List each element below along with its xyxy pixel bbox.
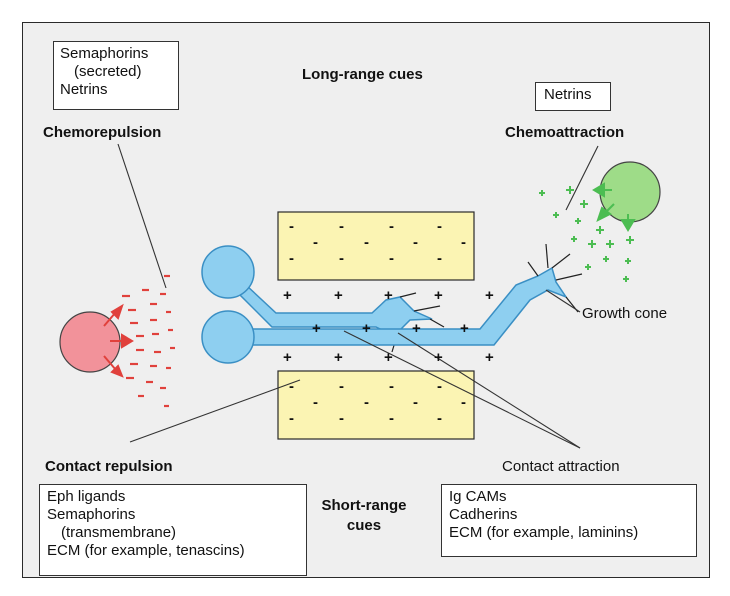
- minus-sign: -: [364, 394, 369, 411]
- box-line: Semaphorins: [47, 506, 136, 523]
- minus-sign: -: [313, 234, 318, 251]
- plus-sign: +: [312, 320, 321, 337]
- minus-sign: -: [437, 218, 442, 235]
- lower-repulsive-substrate: [277, 370, 475, 440]
- plus-sign: +: [485, 287, 494, 304]
- box-line: Semaphorins: [60, 45, 149, 62]
- box-line: ECM (for example, tenascins): [47, 542, 245, 559]
- box-line: (secreted): [74, 63, 142, 80]
- contact-repulsion-molecules-box: Eph ligands Semaphorins (transmembrane) …: [39, 484, 307, 576]
- repellent-gradient-cues: [122, 274, 175, 408]
- plus-sign: +: [434, 349, 443, 366]
- attractant-gradient-cues: [539, 186, 634, 282]
- box-line: (transmembrane): [61, 524, 177, 541]
- upper-neuron: [201, 245, 433, 334]
- box-line: Netrins: [544, 86, 592, 103]
- plus-sign: +: [384, 349, 393, 366]
- repellent-arrows: [103, 303, 134, 378]
- minus-sign: -: [289, 410, 294, 427]
- plus-sign: +: [485, 349, 494, 366]
- lower-growth-cone-filopodia: [527, 243, 583, 313]
- contact-attraction-heading: Contact attraction: [502, 458, 620, 475]
- minus-sign: -: [289, 250, 294, 267]
- minus-sign: -: [339, 250, 344, 267]
- plus-sign: +: [362, 320, 371, 337]
- minus-sign: -: [437, 378, 442, 395]
- box-line: Ig CAMs: [449, 488, 507, 505]
- upper-repulsive-substrate: [277, 211, 475, 281]
- minus-sign: -: [389, 378, 394, 395]
- minus-sign: -: [413, 394, 418, 411]
- short-range-title-line: cues: [346, 517, 382, 535]
- plus-sign: +: [283, 349, 292, 366]
- minus-sign: -: [437, 410, 442, 427]
- minus-sign: -: [313, 394, 318, 411]
- plus-sign: +: [334, 349, 343, 366]
- box-line: Cadherins: [449, 506, 518, 523]
- long-range-cues-title: Long-range cues: [302, 66, 423, 83]
- minus-sign: -: [339, 410, 344, 427]
- minus-sign: -: [364, 234, 369, 251]
- box-line: Eph ligands: [47, 488, 126, 505]
- lower-neuron: [201, 266, 568, 364]
- minus-sign: -: [389, 218, 394, 235]
- minus-sign: -: [339, 218, 344, 235]
- box-line: ECM (for example, laminins): [449, 524, 639, 541]
- chemoattraction-heading: Chemoattraction: [505, 124, 625, 141]
- contact-repulsion-heading: Contact repulsion: [45, 458, 173, 475]
- chemoattraction-molecules-box: Netrins: [535, 82, 611, 111]
- minus-sign: -: [413, 234, 418, 251]
- plus-sign: +: [412, 320, 421, 337]
- contact-attraction-molecules-box: Ig CAMs Cadherins ECM (for example, lami…: [441, 484, 697, 557]
- box-line: Netrins: [60, 81, 108, 98]
- minus-sign: -: [461, 394, 466, 411]
- short-range-cues-title: Short-range cues: [316, 497, 412, 535]
- chemorepulsion-molecules-box: Semaphorins (secreted) Netrins: [53, 41, 179, 110]
- minus-sign: -: [289, 218, 294, 235]
- short-range-title-line: Short-range: [321, 497, 407, 514]
- minus-sign: -: [461, 234, 466, 251]
- minus-sign: -: [437, 250, 442, 267]
- growth-cone-label: Growth cone: [582, 305, 668, 322]
- plus-sign: +: [434, 287, 443, 304]
- minus-sign: -: [339, 378, 344, 395]
- plus-sign: +: [384, 287, 393, 304]
- chemorepulsion-heading: Chemorepulsion: [43, 124, 162, 141]
- plus-sign: +: [283, 287, 292, 304]
- attractant-arrows: [592, 182, 636, 232]
- plus-sign: +: [334, 287, 343, 304]
- minus-sign: -: [389, 410, 394, 427]
- minus-sign: -: [389, 250, 394, 267]
- minus-sign: -: [289, 378, 294, 395]
- pointer-lines: [117, 143, 599, 449]
- plus-sign: +: [460, 320, 469, 337]
